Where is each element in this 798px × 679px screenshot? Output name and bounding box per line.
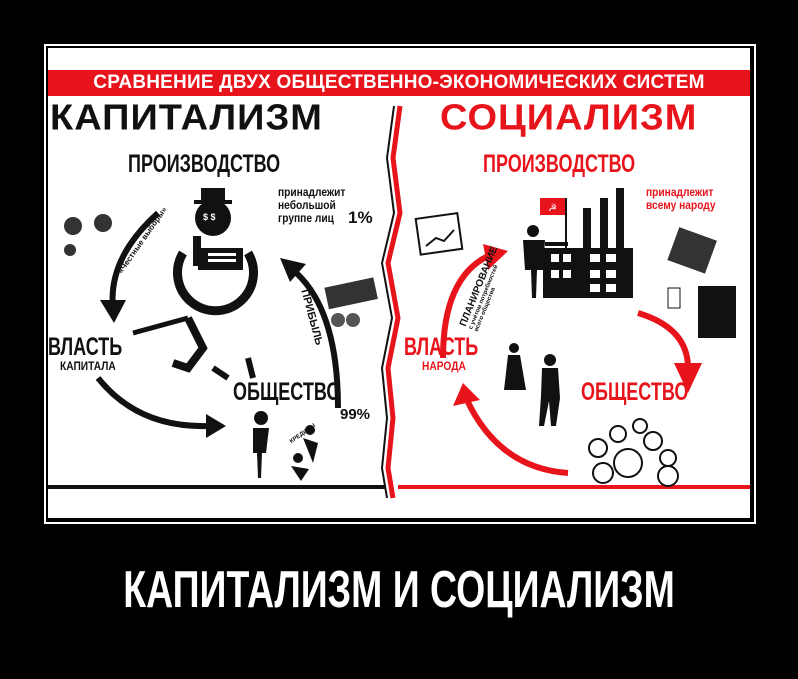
bottom-rule-right (398, 485, 750, 489)
power-arrow (95, 376, 209, 430)
cap-owner-text: принадлежит небольшой группе лиц (278, 186, 345, 225)
debtor-icons (291, 425, 318, 481)
divider-line (385, 105, 403, 499)
cap-owner-percent: 1% (348, 208, 373, 227)
soc-owner-text: принадлежит всему народу (646, 186, 716, 212)
banner: СРАВНЕНИЕ ДВУХ ОБЩЕСТВЕННО-ЭКОНОМИЧЕСКИХ… (48, 70, 750, 96)
cap-power-sub: КАПИТАЛА (60, 359, 116, 373)
capitalist-icon: $ $ (173, 188, 258, 316)
cap-production-label: ПРОИЗВОДСТВО (128, 150, 281, 178)
soc-production-label: ПРОИЗВОДСТВО (483, 150, 636, 178)
distribution-arrow (637, 310, 691, 369)
capitalism-title: КАПИТАЛИЗМ (50, 98, 323, 138)
consumer-goods-icon (667, 227, 736, 338)
diagram-graphics: $ $ ☭ (48, 105, 750, 499)
poster-frame (44, 44, 756, 524)
profit-arrow (291, 267, 341, 409)
police-baton-icon (132, 315, 208, 373)
caption-text: КАПИТАЛИЗМ И СОЦИАЛИЗМ (123, 561, 675, 619)
socialist-factory-icon: ☭ (523, 188, 633, 298)
owner-line: всему народу (646, 198, 716, 212)
owner-line: принадлежит (278, 185, 346, 199)
money-icon (324, 277, 378, 327)
planning-arrow (440, 253, 490, 359)
soc-power-sub: НАРОДА (422, 359, 466, 373)
cap-society-label: ОБЩЕСТВО (233, 378, 341, 406)
cap-power-label: ВЛАСТЬ (48, 333, 123, 361)
chart-paper-icon (414, 211, 464, 256)
infographic: СРАВНЕНИЕ ДВУХ ОБЩЕСТВЕННО-ЭКОНОМИЧЕСКИХ… (48, 48, 750, 518)
cap-society-percent: 99% (340, 406, 371, 423)
svg-text:$ $: $ $ (203, 212, 216, 222)
caption: КАПИТАЛИЗМ И СОЦИАЛИЗМ (0, 560, 798, 620)
money-bags-icon (64, 214, 112, 256)
poor-person-icon (253, 411, 269, 478)
svg-text:☭: ☭ (548, 203, 557, 214)
power-people-arrow (463, 396, 569, 476)
elections-arrow (109, 210, 161, 309)
owner-line: принадлежит (646, 185, 714, 199)
soc-society-label: ОБЩЕСТВО (581, 378, 689, 406)
owner-line: небольшой (278, 198, 336, 212)
owner-line: группе лиц (278, 211, 334, 225)
socialism-title: СОЦИАЛИЗМ (440, 98, 698, 138)
happy-faces-icon (588, 418, 679, 487)
soc-power-label: ВЛАСТЬ (404, 333, 479, 361)
hands-icon (211, 357, 256, 381)
workers-icon (504, 343, 560, 426)
bottom-rule-left (48, 485, 386, 489)
